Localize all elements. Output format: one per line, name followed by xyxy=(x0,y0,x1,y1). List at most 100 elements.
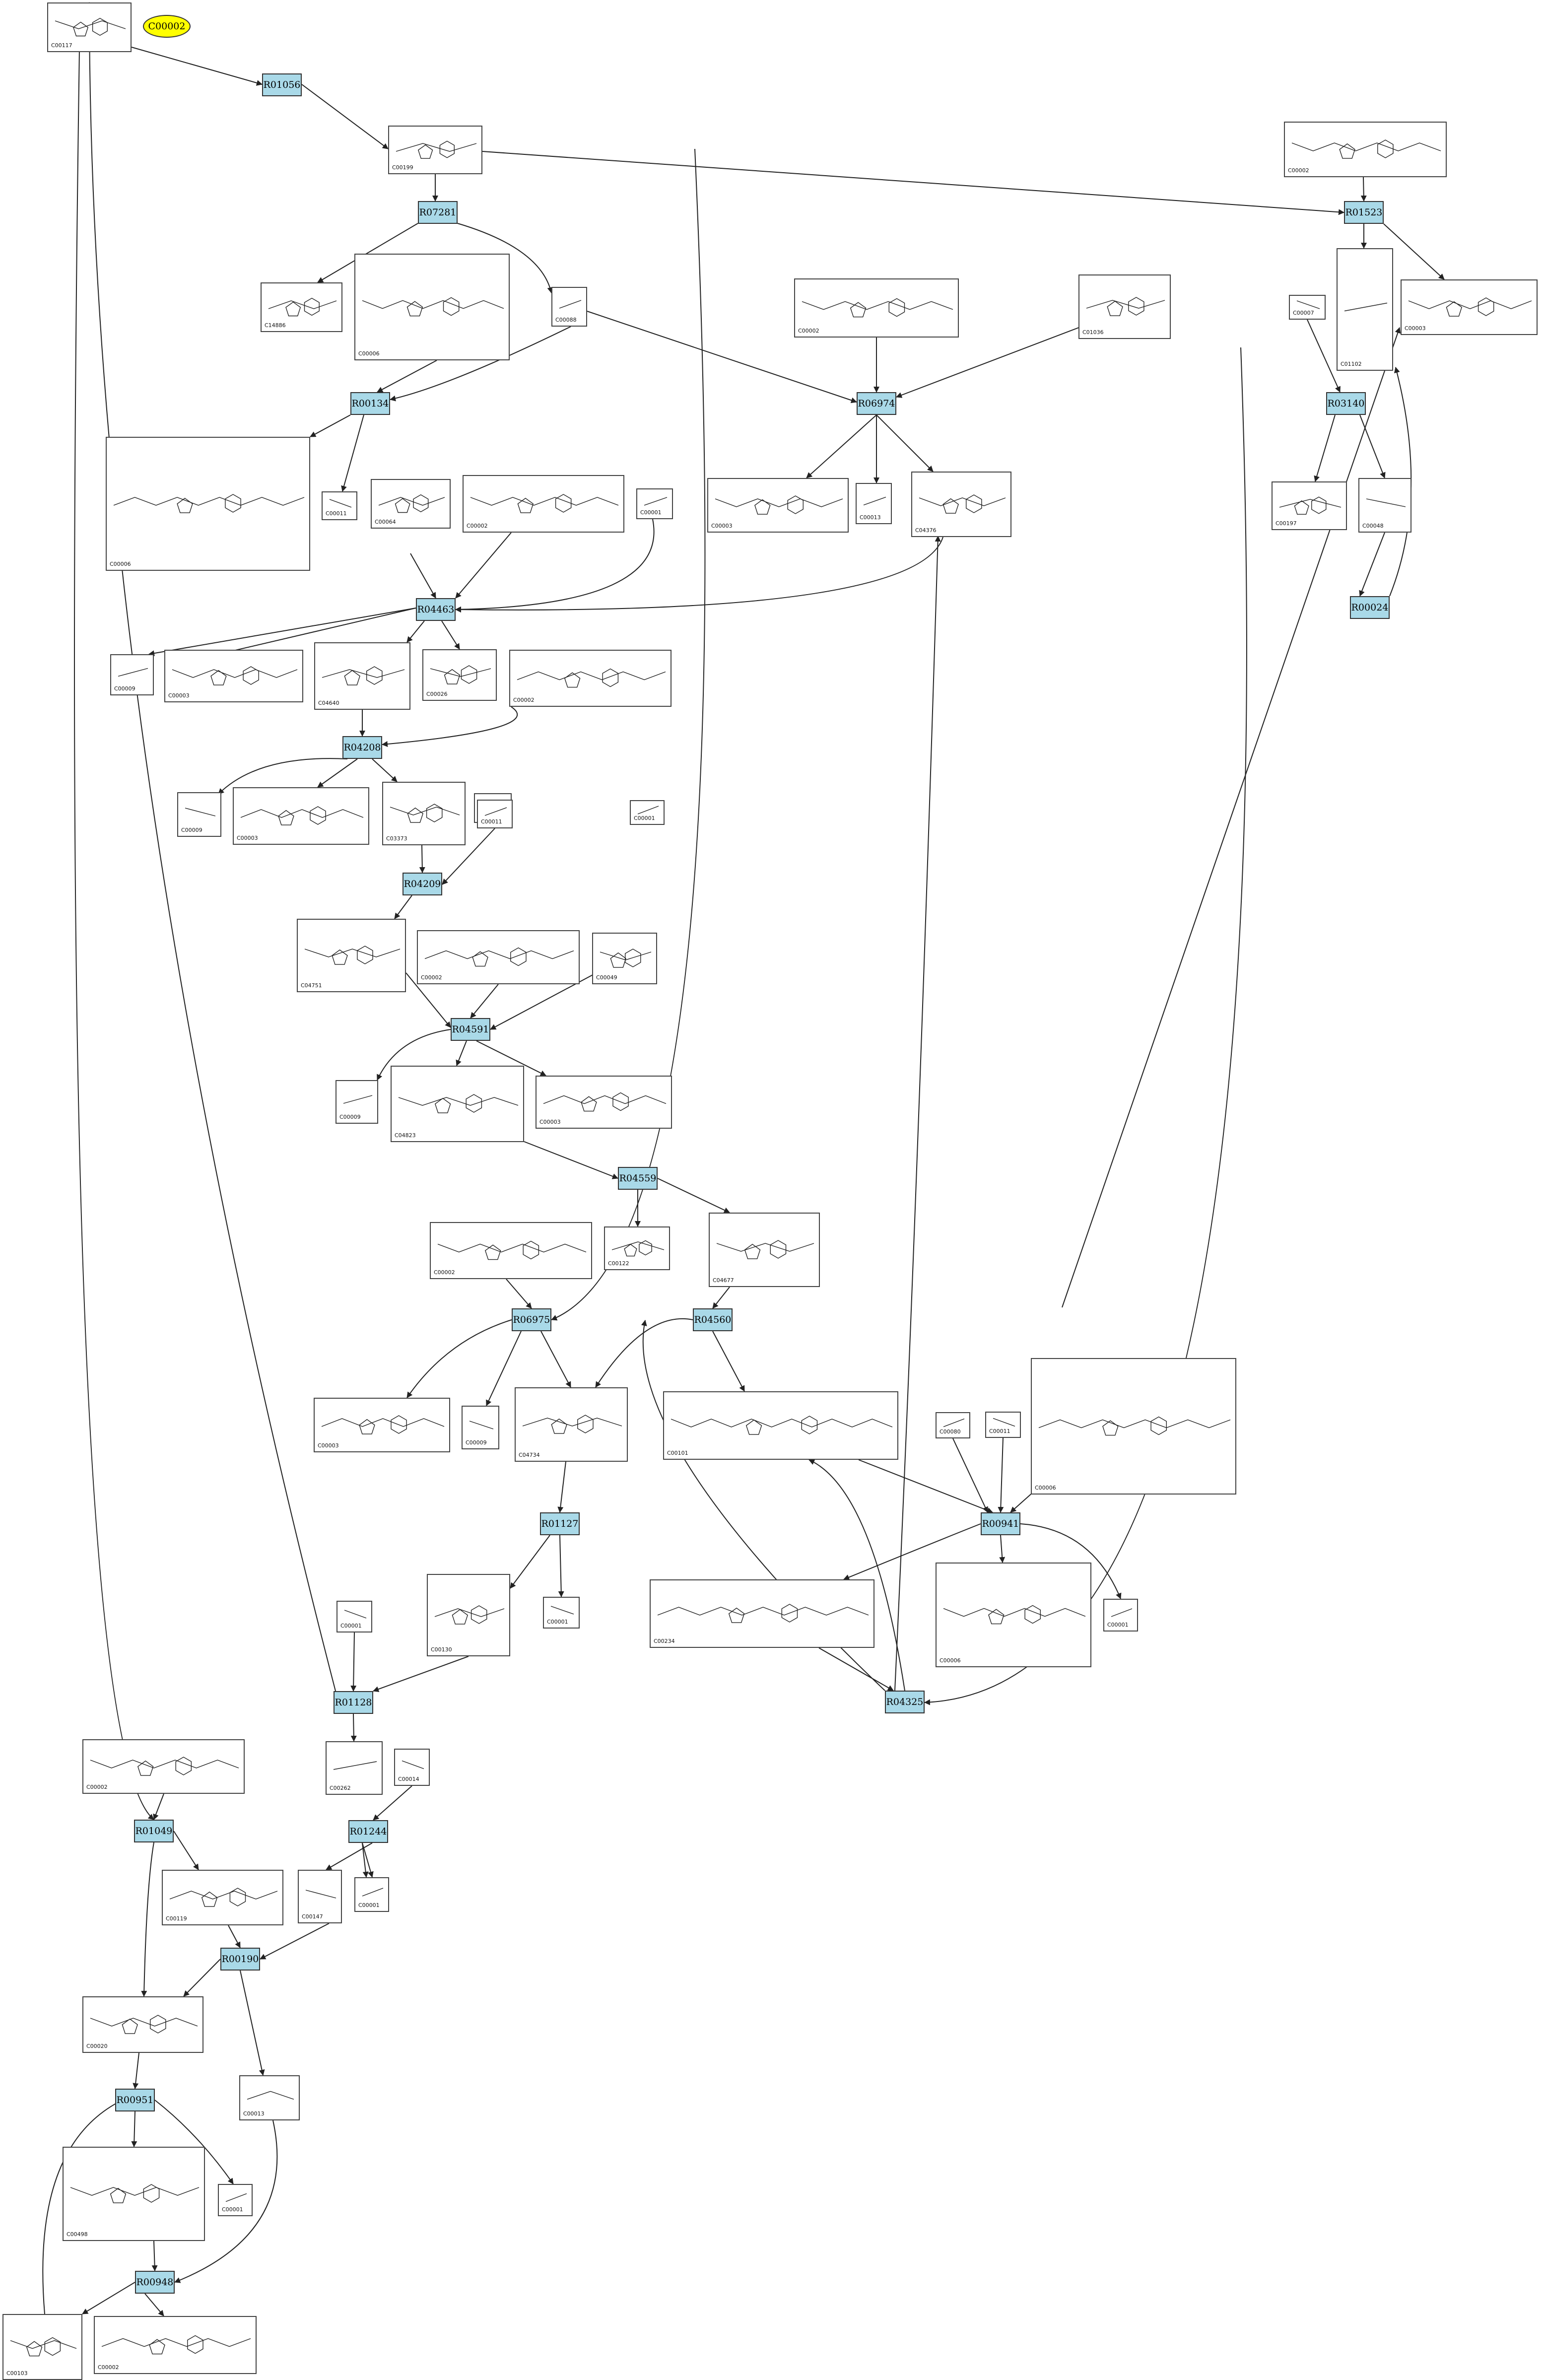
reaction-node[interactable]: R07281 xyxy=(418,201,458,224)
structure-drawing xyxy=(943,1605,1086,1625)
compound-node[interactable]: C00119 xyxy=(162,1870,283,1925)
compound-label: C00130 xyxy=(431,1646,452,1653)
compound-node[interactable]: C00103 xyxy=(2,2314,82,2380)
compound-node[interactable]: C00049 xyxy=(592,933,657,984)
compound-node[interactable]: C14886 xyxy=(261,282,342,332)
compound-node[interactable]: C00002 xyxy=(430,1222,592,1279)
compound-node[interactable]: C00001 xyxy=(636,488,673,519)
reaction-node[interactable]: R01523 xyxy=(1344,201,1384,224)
compound-structure xyxy=(633,803,662,815)
compound-node[interactable]: C04823 xyxy=(391,1066,524,1142)
reaction-node[interactable]: R04591 xyxy=(451,1018,490,1041)
compound-node[interactable]: C04751 xyxy=(297,919,406,992)
compound-node[interactable]: C00007 xyxy=(1289,295,1326,320)
reaction-node[interactable]: R00190 xyxy=(220,1948,260,1971)
compound-node[interactable]: C00001 xyxy=(354,1877,389,1912)
compound-node[interactable]: C00130 xyxy=(427,1574,510,1656)
structure-drawing xyxy=(240,806,364,825)
pathway-edge xyxy=(506,1279,532,1309)
compound-node[interactable]: C00002 xyxy=(463,475,624,533)
compound-node[interactable]: C00003 xyxy=(233,787,369,845)
reaction-node[interactable]: R04208 xyxy=(342,736,382,759)
compound-node[interactable]: C00011 xyxy=(985,1412,1021,1438)
compound-node[interactable]: C00001 xyxy=(1103,1599,1138,1632)
compound-node[interactable]: C00009 xyxy=(110,654,154,695)
reaction-node[interactable]: R00951 xyxy=(115,2089,155,2111)
compound-node[interactable]: C00009 xyxy=(336,1080,378,1124)
compound-node[interactable]: C00002 xyxy=(94,2316,257,2374)
compound-node[interactable]: C00262 xyxy=(326,1741,383,1795)
pathway-edge xyxy=(373,1785,412,1821)
compound-node[interactable]: C00002 xyxy=(1284,122,1447,177)
compound-node[interactable]: C04734 xyxy=(515,1387,628,1462)
compound-node[interactable]: C00009 xyxy=(462,1406,499,1449)
reaction-node[interactable]: R04209 xyxy=(403,873,442,895)
compound-node[interactable]: C00002 xyxy=(417,930,580,984)
reaction-node[interactable]: R04325 xyxy=(885,1691,925,1713)
compound-node[interactable]: C00199 xyxy=(388,126,482,174)
reaction-node[interactable]: R00134 xyxy=(350,392,390,415)
reaction-node[interactable]: R04559 xyxy=(618,1167,658,1190)
reaction-node[interactable]: R03140 xyxy=(1326,392,1366,415)
compound-node[interactable]: C00101 xyxy=(663,1391,898,1460)
compound-node[interactable]: C00002 xyxy=(794,278,959,338)
compound-node[interactable]: C00011 xyxy=(477,800,513,828)
compound-node[interactable]: C00197 xyxy=(1272,481,1347,530)
pathway-edge xyxy=(486,1331,522,1406)
compound-node[interactable]: C00001 xyxy=(543,1597,580,1629)
compound-node[interactable]: C00003 xyxy=(536,1076,672,1129)
reaction-node[interactable]: R06974 xyxy=(857,392,896,415)
reaction-node[interactable]: R00024 xyxy=(1350,596,1390,619)
compound-node[interactable]: C00001 xyxy=(630,800,665,825)
compound-node[interactable]: C00013 xyxy=(239,2075,300,2120)
compound-node[interactable]: C04677 xyxy=(709,1213,820,1287)
compound-node[interactable]: C01036 xyxy=(1078,274,1171,339)
compound-node[interactable]: C00498 xyxy=(63,2147,205,2241)
compound-node[interactable]: C00002 xyxy=(509,650,671,707)
reaction-node[interactable]: R06975 xyxy=(512,1308,551,1331)
structure-drawing xyxy=(469,1421,494,1429)
compound-node[interactable]: C00064 xyxy=(371,479,451,529)
compound-node[interactable]: C00026 xyxy=(422,649,497,701)
compound-node[interactable]: C00048 xyxy=(1358,478,1411,533)
reaction-node[interactable]: R00948 xyxy=(135,2271,175,2294)
structure-drawing xyxy=(113,494,305,513)
compound-node[interactable]: C00003 xyxy=(164,650,303,702)
compound-node[interactable]: C00013 xyxy=(856,483,892,524)
compound-node[interactable]: C00117 xyxy=(47,2,132,52)
reaction-node[interactable]: R01128 xyxy=(334,1691,373,1714)
compound-node[interactable]: C00147 xyxy=(298,1870,342,1923)
compound-label: C04734 xyxy=(519,1452,540,1458)
compound-node[interactable]: C00003 xyxy=(1401,279,1538,335)
compound-node[interactable]: C01102 xyxy=(1337,248,1393,371)
start-node-atp[interactable]: C00002 xyxy=(143,15,191,38)
compound-node[interactable]: C00006 xyxy=(1031,1358,1236,1495)
compound-node[interactable]: C04640 xyxy=(314,642,410,710)
reaction-node[interactable]: R04560 xyxy=(693,1308,733,1331)
compound-node[interactable]: C00006 xyxy=(936,1563,1091,1667)
reaction-node[interactable]: R01244 xyxy=(348,1820,388,1843)
reaction-node[interactable]: R00941 xyxy=(981,1512,1020,1535)
reaction-node[interactable]: R01127 xyxy=(540,1512,580,1535)
compound-node[interactable]: C00014 xyxy=(394,1749,430,1786)
compound-node[interactable]: C04376 xyxy=(911,472,1011,537)
compound-node[interactable]: C00122 xyxy=(604,1226,670,1270)
compound-node[interactable]: C00006 xyxy=(354,254,510,360)
reaction-node[interactable]: R04463 xyxy=(416,598,456,621)
compound-node[interactable]: C00020 xyxy=(82,1996,203,2053)
pathway-edge xyxy=(382,706,518,747)
compound-node[interactable]: C00001 xyxy=(336,1601,372,1632)
compound-node[interactable]: C00006 xyxy=(106,437,310,571)
compound-node[interactable]: C03373 xyxy=(382,782,466,845)
compound-node[interactable]: C00003 xyxy=(314,1398,450,1452)
reaction-node[interactable]: R01049 xyxy=(134,1820,174,1842)
compound-node[interactable]: C00001 xyxy=(218,2184,253,2216)
compound-node[interactable]: C00003 xyxy=(707,478,849,533)
reaction-node[interactable]: R01056 xyxy=(262,73,302,96)
compound-node[interactable]: C00234 xyxy=(650,1579,874,1648)
compound-node[interactable]: C00009 xyxy=(177,792,221,837)
compound-node[interactable]: C00088 xyxy=(551,287,587,327)
compound-node[interactable]: C00011 xyxy=(322,491,357,520)
compound-node[interactable]: C00002 xyxy=(82,1739,245,1794)
compound-node[interactable]: C00080 xyxy=(936,1412,970,1438)
